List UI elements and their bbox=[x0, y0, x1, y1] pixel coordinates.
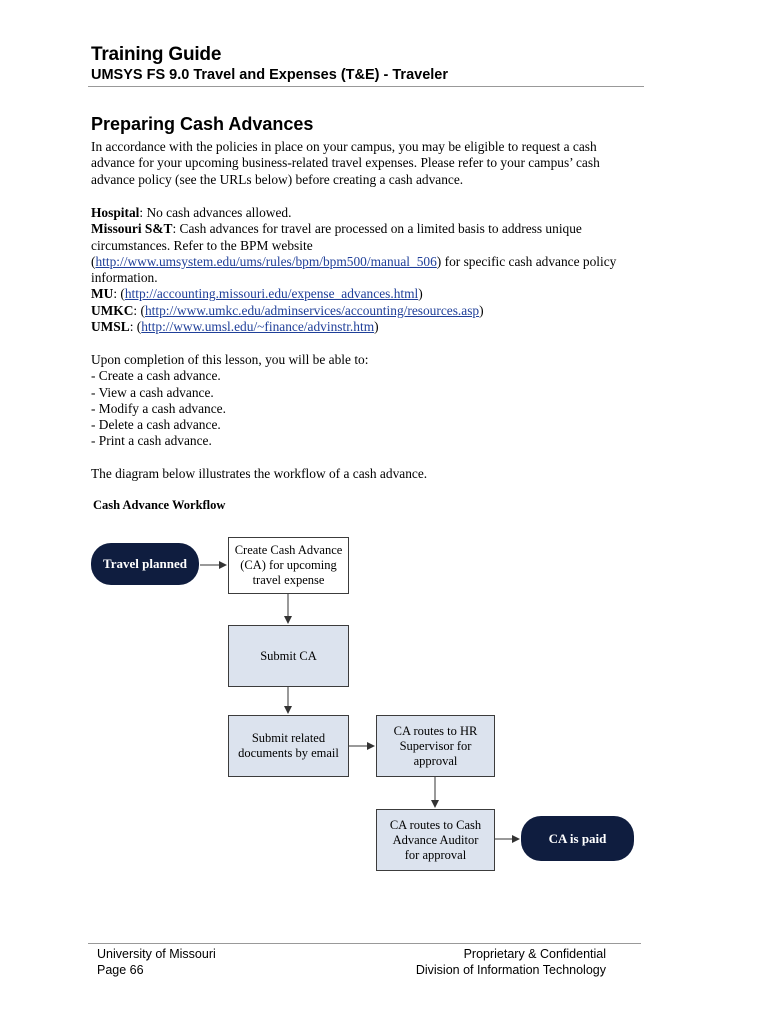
header-divider bbox=[88, 86, 644, 87]
umsl-link[interactable]: http://www.umsl.edu/~finance/advinstr.ht… bbox=[141, 319, 375, 335]
policy-mst: Missouri S&T: Cash advances for travel a… bbox=[91, 221, 631, 286]
section-title: Preparing Cash Advances bbox=[91, 114, 314, 134]
footer-confidential: Proprietary & Confidential bbox=[463, 947, 606, 961]
auditor-approval-line: CA routes to Cash bbox=[389, 817, 482, 832]
objective-item: - Print a cash advance. bbox=[91, 433, 212, 449]
hr-approval-line: CA routes to HR bbox=[393, 723, 478, 738]
diagram-intro: The diagram below illustrates the workfl… bbox=[91, 466, 631, 482]
policy-umkc-label: UMKC bbox=[91, 302, 134, 318]
create-ca-line: travel expense bbox=[252, 573, 325, 587]
sep-open: : ( bbox=[129, 319, 142, 335]
policy-mst-label: Missouri S&T bbox=[91, 221, 173, 237]
hr-approval-line: Supervisor for bbox=[399, 738, 472, 753]
submit-docs-node: Submit related documents by email bbox=[228, 715, 349, 777]
mu-link[interactable]: http://accounting.missouri.edu/expense_a… bbox=[124, 286, 419, 302]
policy-mst-after: ) for specific cash advance policy infor… bbox=[91, 253, 617, 286]
lesson-objectives: Upon completion of this lesson, you will… bbox=[91, 352, 631, 450]
policy-umkc: UMKC: (http://www.umkc.edu/adminservices… bbox=[91, 303, 631, 319]
objective-item: - Create a cash advance. bbox=[91, 368, 221, 384]
doc-title: Training Guide bbox=[91, 44, 222, 65]
policy-mu: MU: (http://accounting.missouri.edu/expe… bbox=[91, 286, 631, 302]
policy-mst-text: : Cash advances for travel are processed… bbox=[91, 221, 582, 269]
sep-close: ) bbox=[418, 286, 423, 302]
submit-ca-node: Submit CA bbox=[228, 625, 349, 687]
hr-approval-line: approval bbox=[413, 753, 458, 768]
auditor-approval-line: for approval bbox=[404, 847, 467, 862]
footer-org: University of Missouri bbox=[97, 947, 216, 961]
workflow-caption: Cash Advance Workflow bbox=[93, 498, 226, 512]
sep-open: : ( bbox=[113, 286, 125, 302]
policy-umsl: UMSL: (http://www.umsl.edu/~finance/advi… bbox=[91, 319, 631, 335]
objective-item: - Delete a cash advance. bbox=[91, 417, 221, 433]
policy-umsl-label: UMSL bbox=[91, 319, 130, 335]
intro-text: In accordance with the policies in place… bbox=[91, 139, 600, 187]
sep-close: ) bbox=[374, 319, 379, 335]
submit-docs-line: documents by email bbox=[238, 746, 339, 760]
auditor-approval-node: CA routes to Cash Advance Auditor for ap… bbox=[376, 809, 495, 871]
create-ca-line: (CA) for upcoming bbox=[240, 558, 337, 572]
policy-hospital-label: Hospital bbox=[91, 205, 140, 220]
bpm-link[interactable]: http://www.umsystem.edu/ums/rules/bpm/bp… bbox=[95, 253, 437, 269]
create-ca-line: Create Cash Advance bbox=[234, 543, 343, 557]
hr-approval-node: CA routes to HR Supervisor for approval bbox=[376, 715, 495, 777]
objective-item: - View a cash advance. bbox=[91, 384, 214, 400]
umkc-link[interactable]: http://www.umkc.edu/adminservices/accoun… bbox=[144, 302, 480, 318]
sep-close: ) bbox=[479, 302, 484, 318]
policy-hospital: Hospital: No cash advances allowed. bbox=[91, 205, 631, 221]
campus-policies: Hospital: No cash advances allowed. Miss… bbox=[91, 205, 631, 335]
ca-paid-node: CA is paid bbox=[521, 816, 634, 861]
footer-division: Division of Information Technology bbox=[415, 963, 606, 977]
auditor-approval-line: Advance Auditor bbox=[392, 832, 479, 847]
footer-divider bbox=[88, 943, 641, 944]
policy-hospital-text: : No cash advances allowed. bbox=[139, 205, 292, 220]
diagram-intro-text: The diagram below illustrates the workfl… bbox=[91, 466, 428, 481]
submit-docs-line: Submit related bbox=[251, 731, 326, 745]
objectives-intro: Upon completion of this lesson, you will… bbox=[91, 352, 369, 367]
create-ca-node: Create Cash Advance (CA) for upcoming tr… bbox=[228, 537, 349, 594]
travel-planned-node: Travel planned bbox=[91, 543, 199, 585]
intro-paragraph: In accordance with the policies in place… bbox=[91, 139, 631, 188]
footer-page-number: Page 66 bbox=[97, 963, 144, 977]
objective-item: - Modify a cash advance. bbox=[91, 400, 226, 416]
submit-ca-label: Submit CA bbox=[260, 648, 317, 663]
sep-open: : ( bbox=[133, 302, 145, 318]
policy-mu-label: MU bbox=[91, 286, 114, 302]
doc-subtitle: UMSYS FS 9.0 Travel and Expenses (T&E) -… bbox=[91, 67, 448, 83]
